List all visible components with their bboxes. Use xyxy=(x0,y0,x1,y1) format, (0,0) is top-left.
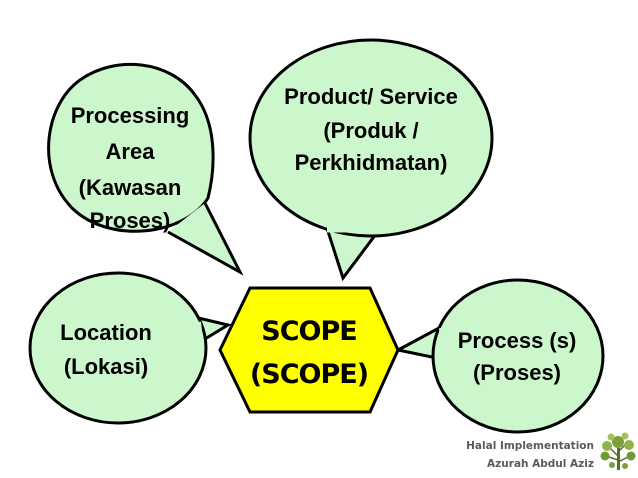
center-scope-node: SCOPE (SCOPE) xyxy=(218,286,400,414)
tree-logo-icon xyxy=(600,432,636,470)
product-service-line-3: Perkhidmatan) xyxy=(295,150,448,175)
bubble-process: Process (s) (Proses) xyxy=(393,278,605,434)
process-line-2: (Proses) xyxy=(473,360,561,385)
product-service-line-1: Product/ Service xyxy=(284,84,458,109)
footer-line-2: Azurah Abdul Aziz xyxy=(487,458,594,470)
processing-area-line-4: Proses) xyxy=(90,208,171,233)
center-label-line-2: (SCOPE) xyxy=(250,359,368,390)
footer-branding: Halal Implementation Azurah Abdul Aziz xyxy=(466,432,636,470)
bubble-processing-area-shape xyxy=(47,62,215,233)
center-hexagon xyxy=(218,286,400,414)
bubble-processing-area: Processing Area (Kawasan Proses) xyxy=(47,62,244,276)
center-label-line-1: SCOPE xyxy=(261,316,356,347)
processing-area-line-1: Processing xyxy=(71,103,190,128)
location-line-1: Location xyxy=(60,320,152,345)
location-line-2: (Lokasi) xyxy=(64,354,148,379)
process-line-1: Process (s) xyxy=(458,328,577,353)
bubble-location: Location (Lokasi) xyxy=(28,271,232,425)
product-service-line-2: (Produk / xyxy=(323,118,418,143)
processing-area-line-2: Area xyxy=(106,139,156,164)
footer-line-1: Halal Implementation xyxy=(466,440,594,452)
processing-area-line-3: (Kawasan xyxy=(79,175,182,200)
bubble-location-shape xyxy=(28,271,208,425)
bubble-process-shape xyxy=(431,278,605,434)
bubble-product-service-shape xyxy=(248,38,494,238)
bubble-processing-area-tail xyxy=(167,202,244,276)
bubble-product-service: Product/ Service (Produk / Perkhidmatan) xyxy=(248,38,494,282)
